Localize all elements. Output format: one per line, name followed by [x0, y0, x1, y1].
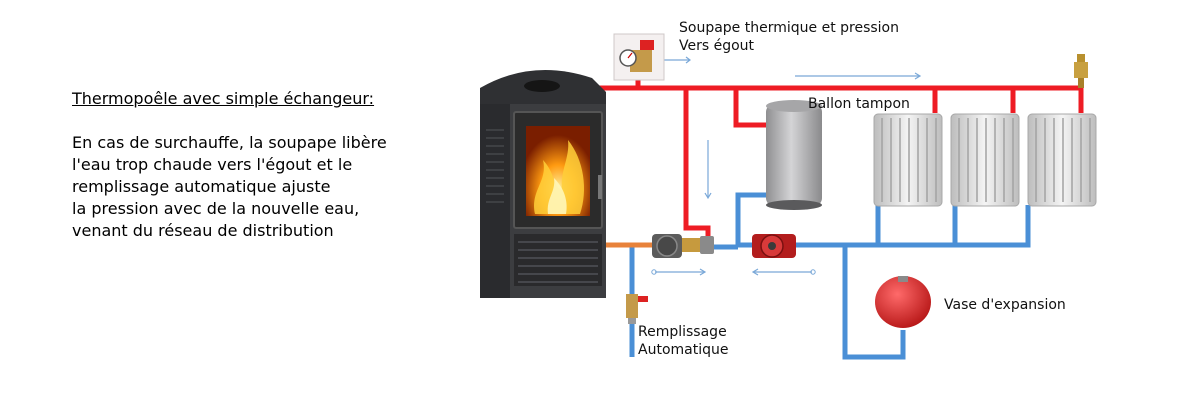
flow-arrow-tail [810, 269, 816, 275]
description-block: Thermopoêle avec simple échangeur: En ca… [72, 88, 472, 242]
safety-valve-label-line2: Vers égout [679, 38, 755, 54]
description-title: Thermopoêle avec simple échangeur: [72, 89, 375, 108]
description-line: venant du réseau de distribution [72, 221, 334, 240]
flow-arrow-supply [795, 72, 922, 80]
description-line: la pression avec de la nouvelle eau, [72, 199, 360, 218]
flow-arrow-return-left [751, 268, 812, 276]
stove-side-panel [480, 104, 510, 298]
gauge-needle [627, 52, 633, 59]
flow-arrow-tail [651, 269, 657, 275]
radiator-3 [1027, 113, 1097, 207]
description-line: remplissage automatique ajuste [72, 177, 331, 196]
buffer-tank-bottom [766, 200, 822, 210]
return-pipe-to-vessel [842, 245, 906, 360]
stove-top-plate [524, 80, 560, 92]
flow-arrow-down [704, 140, 712, 200]
auto-fill-label-line2: Automatique [638, 342, 729, 358]
fill-valve [626, 294, 648, 324]
stove-side-vents [486, 129, 504, 203]
radiator-1 [873, 113, 943, 207]
expansion-vessel [875, 276, 931, 328]
safety-valve-label-line1: Soupape thermique et pression [679, 20, 899, 36]
stove-pump [652, 234, 714, 258]
buffer-tank [766, 100, 822, 210]
flow-arrows [655, 56, 922, 276]
buffer-tank-label: Ballon tampon [808, 96, 910, 112]
circulator-pump [752, 234, 796, 258]
flow-arrow-valve [664, 56, 691, 64]
stove-ash-vents [518, 241, 598, 283]
description-line: En cas de surchauffe, la soupape libère [72, 133, 387, 152]
cold-return-pipes [629, 192, 1031, 360]
auto-fill-label-line1: Remplissage [638, 324, 727, 340]
bypass-pipe [683, 88, 711, 245]
air-vent [1074, 54, 1088, 88]
description-line: l'eau trop chaude vers l'égout et le [72, 155, 353, 174]
door-handle [598, 175, 602, 199]
flame-icon [547, 178, 567, 214]
buffer-tank-top [766, 100, 822, 112]
return-pipe-buffer [735, 192, 766, 245]
stove [480, 70, 606, 298]
safety-valve [613, 33, 665, 81]
flame-icon [534, 140, 584, 214]
flow-arrow-return-right [655, 268, 707, 276]
radiator-2 [950, 113, 1020, 207]
expansion-vessel-label: Vase d'expansion [944, 297, 1066, 313]
buffer-tank-body [766, 104, 822, 206]
safety-valve-cap [640, 40, 654, 50]
return-pipe-main [738, 205, 1031, 248]
supply-pipe-buffer [733, 88, 768, 128]
